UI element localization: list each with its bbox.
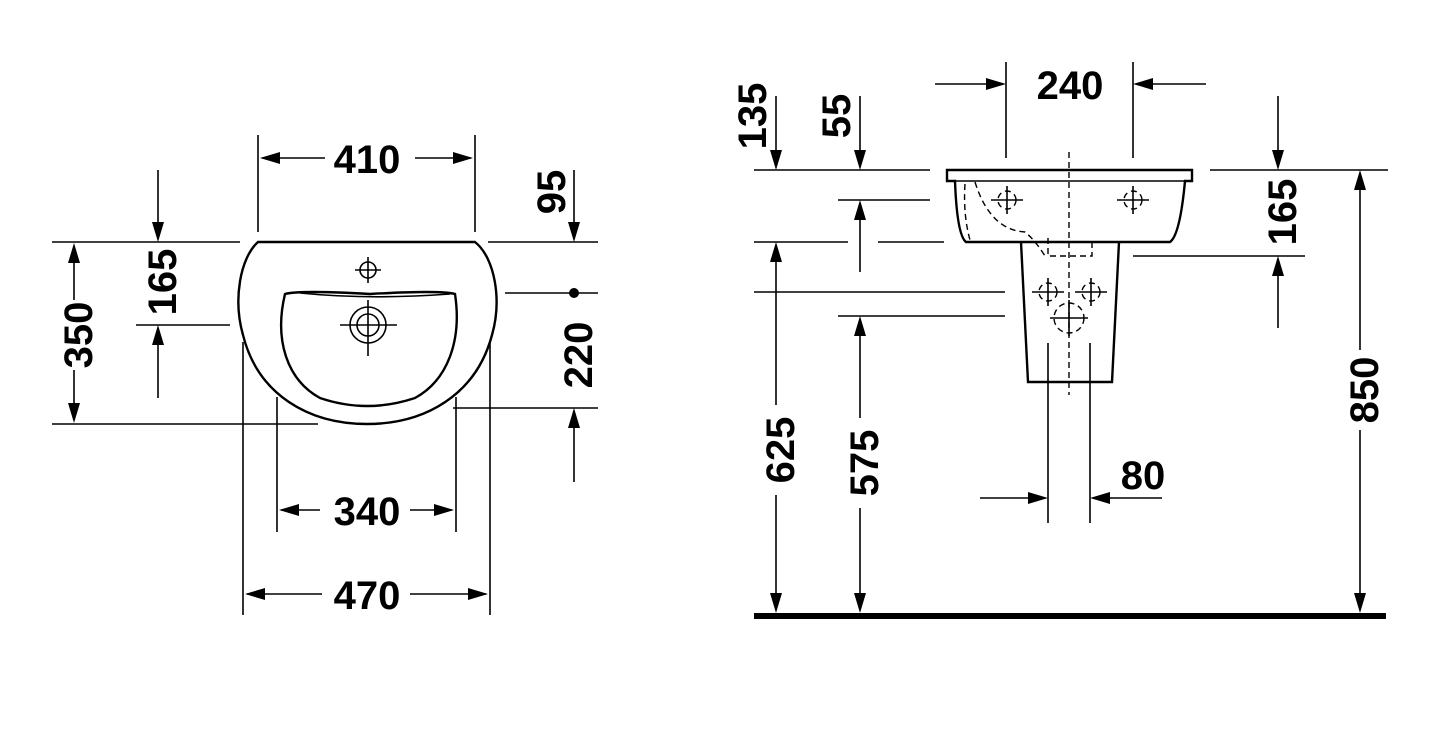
dim-410: 410	[334, 138, 401, 182]
basin-side-outline	[945, 168, 1194, 244]
dim-220: 220	[557, 322, 601, 389]
side-view: 240 135 55 165 850 625	[731, 62, 1388, 619]
fixing-points	[991, 186, 1149, 336]
dim-165-side: 165	[1261, 179, 1305, 246]
dim-625: 625	[759, 417, 803, 484]
dim-80: 80	[1121, 454, 1166, 498]
floor-line	[754, 613, 1386, 619]
dim-470: 470	[334, 574, 401, 618]
dim-95: 95	[530, 170, 574, 215]
bowl-outline	[279, 290, 458, 408]
dim-165-top: 165	[141, 249, 185, 316]
dim-340: 340	[334, 490, 401, 534]
dim-350: 350	[57, 302, 101, 369]
dim-55: 55	[815, 94, 859, 139]
pedestal-outline	[1019, 241, 1121, 384]
basin-outline	[237, 240, 498, 426]
bowl-rim-line	[299, 292, 451, 298]
dim-850: 850	[1343, 357, 1387, 424]
dim-575: 575	[843, 430, 887, 497]
dim-135: 135	[731, 83, 775, 150]
top-view: 410 95 220 350 165 340	[52, 135, 601, 618]
dim-240: 240	[1037, 64, 1104, 108]
